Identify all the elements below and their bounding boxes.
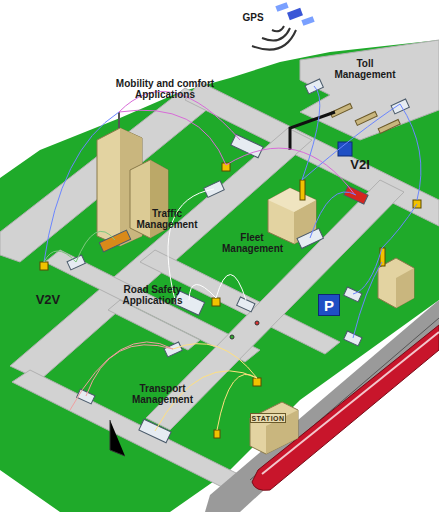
station-building-part: [250, 402, 298, 454]
wireless-links-part: [216, 274, 246, 300]
wireless-links-part: [44, 251, 76, 262]
street-lights-part: [230, 335, 234, 339]
vehicles-part: [344, 331, 362, 346]
road-side-units-part: [212, 298, 220, 306]
toll-plaza: [290, 104, 400, 156]
vehicles-part: [391, 99, 409, 114]
road-side-units-part: [40, 262, 48, 270]
road-side-units-part: [253, 378, 261, 386]
scene-label: GPS: [238, 12, 268, 23]
toll-plaza-part: [290, 112, 335, 150]
wireless-links-part: [189, 284, 216, 300]
road: [0, 40, 439, 492]
station-building: [250, 402, 298, 454]
road-side-units-part: [214, 430, 220, 438]
scene-label: Transport Management: [125, 383, 200, 405]
street-lights: [110, 321, 259, 456]
wireless-links: [44, 86, 421, 431]
vehicles-part: [99, 230, 130, 252]
station-sign: STATION: [250, 413, 286, 423]
wireless-links-part: [302, 86, 320, 180]
toll-plaza-part: [355, 112, 377, 126]
street-lights-part: [255, 321, 259, 325]
satellite-part: [301, 16, 314, 26]
vehicles: [67, 79, 409, 443]
satellite-part: [252, 26, 296, 50]
wireless-links-part: [353, 262, 382, 338]
small-building-part: [396, 268, 414, 308]
wireless-links-part: [226, 148, 355, 195]
scene-label: Fleet Management: [222, 232, 282, 254]
wireless-links-part: [168, 189, 214, 300]
wireless-links-part: [310, 192, 356, 238]
wireless-links-part: [382, 204, 417, 248]
warehouse-part: [268, 188, 316, 212]
wireless-links-part: [76, 231, 115, 262]
vehicles-part: [77, 389, 95, 404]
road-part: [12, 370, 250, 492]
satellite: [252, 2, 315, 49]
tall-building-part: [118, 112, 120, 128]
vehicles-part: [67, 255, 85, 270]
satellite-part: [275, 2, 288, 12]
toll-plaza-part: [378, 120, 400, 134]
satellite-part: [287, 8, 303, 20]
road-side-units: [40, 163, 421, 438]
street-lights-part: [110, 420, 125, 456]
train-part: [262, 332, 439, 474]
sign-text: STATION: [251, 415, 284, 422]
vehicles-part: [344, 287, 362, 302]
scene-label: V2I: [345, 158, 375, 172]
vehicles-part: [297, 228, 323, 248]
toll-plaza-part: [330, 104, 352, 118]
ground: [0, 40, 439, 512]
scene-label: Traffic Management: [132, 208, 202, 230]
scene-label: Road Safety Applications: [120, 284, 185, 306]
wireless-links-part: [353, 248, 382, 294]
scene-label: Toll Management: [330, 58, 400, 80]
rail-track: [205, 300, 439, 512]
wireless-links-part: [119, 110, 226, 165]
parking-sign: P: [318, 294, 340, 316]
rail-track-part: [205, 300, 439, 512]
wireless-links-part: [44, 112, 119, 262]
sign-text: P: [324, 297, 334, 314]
scene-label: V2V: [30, 293, 66, 307]
wireless-links-part: [400, 104, 421, 200]
wireless-links-part: [302, 104, 400, 180]
scene-label: Mobility and comfort Applications: [110, 78, 220, 100]
road-side-units-part: [300, 180, 305, 200]
ground-part: [0, 40, 439, 512]
